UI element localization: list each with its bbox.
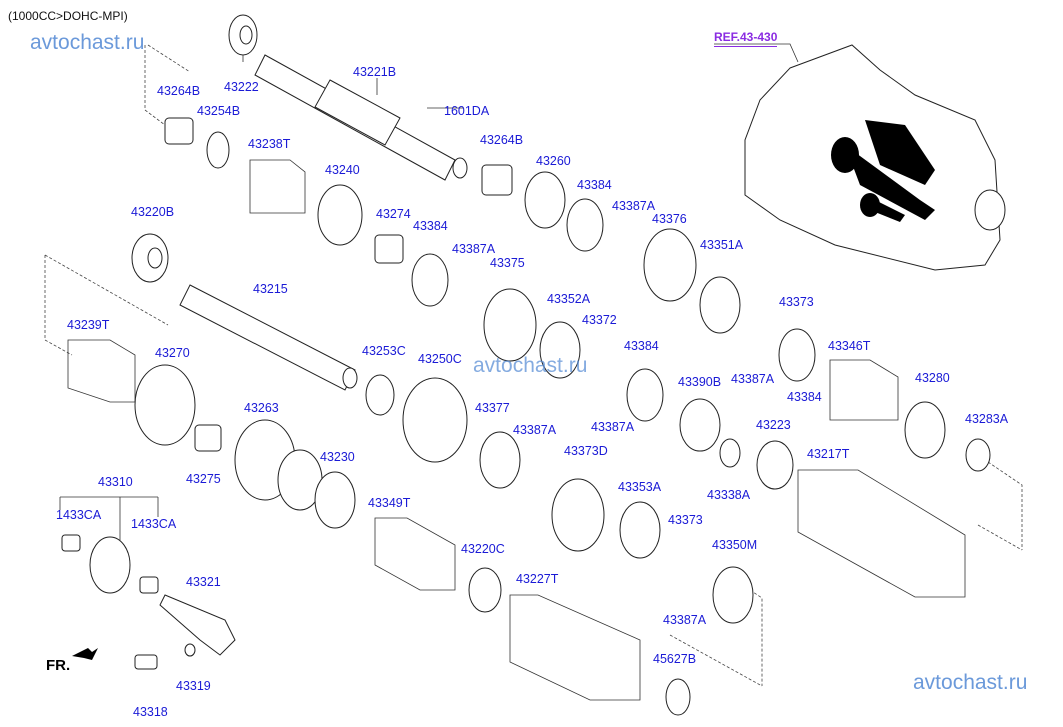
watermark: avtochast.ru — [913, 671, 1028, 694]
bearing-43222 — [228, 14, 258, 56]
washer — [206, 131, 230, 169]
part-label[interactable]: 43264B — [157, 84, 201, 98]
part-label[interactable]: 43387A — [663, 613, 707, 627]
kit-box-43217T — [797, 469, 966, 598]
rings — [411, 198, 816, 716]
part-label[interactable]: 43227T — [516, 572, 559, 586]
part-label[interactable]: 43321 — [186, 575, 221, 589]
part-label[interactable]: 43283A — [965, 412, 1009, 426]
part-label[interactable]: 43338A — [707, 488, 751, 502]
kit-box-43227T — [509, 594, 641, 701]
needle-bearing — [481, 164, 513, 196]
part-label[interactable]: 43230 — [320, 450, 355, 464]
part-label[interactable]: 43310 — [98, 475, 133, 489]
gears — [89, 171, 946, 594]
reference-link[interactable]: REF.43-430 — [714, 30, 778, 47]
part-label[interactable]: 43263 — [244, 401, 279, 415]
front-arrow — [72, 648, 98, 660]
watermark: avtochast.ru — [473, 354, 588, 377]
part-label[interactable]: 43353A — [618, 480, 662, 494]
part-label[interactable]: 43270 — [155, 346, 190, 360]
needle-bearing — [164, 117, 194, 145]
kit-box-43238T — [249, 159, 306, 214]
part-label[interactable]: 43220B — [131, 205, 175, 219]
part-label[interactable]: 43390B — [678, 375, 722, 389]
part-label[interactable]: 43250C — [418, 352, 462, 366]
part-label[interactable]: 43373 — [779, 295, 814, 309]
part-label[interactable]: 43372 — [582, 313, 617, 327]
part-label[interactable]: 43376 — [652, 212, 687, 226]
part-label[interactable]: 43351A — [700, 238, 744, 252]
leader-lines — [59, 55, 463, 540]
part-label[interactable]: 43384 — [787, 390, 822, 404]
part-label[interactable]: 1433CA — [131, 517, 177, 531]
part-label[interactable]: 43384 — [413, 219, 448, 233]
part-label[interactable]: 43384 — [577, 178, 612, 192]
part-label[interactable]: 43240 — [325, 163, 360, 177]
kit-box-43349T — [374, 517, 456, 591]
part-label[interactable]: 43387A — [591, 420, 635, 434]
part-label[interactable]: 43349T — [368, 496, 411, 510]
part-label[interactable]: 43217T — [807, 447, 850, 461]
reverse-idler — [61, 534, 236, 670]
part-label[interactable]: 43373 — [668, 513, 703, 527]
part-label[interactable]: 43280 — [915, 371, 950, 385]
assembly-guide-lines — [44, 44, 1023, 687]
part-label[interactable]: 43352A — [547, 292, 591, 306]
part-label[interactable]: 1601DA — [444, 104, 490, 118]
part-label[interactable]: 43223 — [756, 418, 791, 432]
diagram-title: (1000CC>DOHC-MPI) — [8, 9, 128, 23]
part-label[interactable]: 43221B — [353, 65, 397, 79]
part-label[interactable]: 43377 — [475, 401, 510, 415]
part-label[interactable]: 43274 — [376, 207, 411, 221]
output-shaft — [179, 284, 358, 391]
input-shaft — [254, 54, 468, 181]
part-label[interactable]: 43239T — [67, 318, 110, 332]
part-label[interactable]: 43319 — [176, 679, 211, 693]
part-label[interactable]: 43222 — [224, 80, 259, 94]
part-label[interactable]: 43387A — [513, 423, 557, 437]
part-label[interactable]: 43387A — [731, 372, 775, 386]
part-label[interactable]: 43215 — [253, 282, 288, 296]
part-label[interactable]: 43264B — [480, 133, 524, 147]
part-label[interactable]: 43254B — [197, 104, 241, 118]
part-label[interactable]: 43350M — [712, 538, 758, 552]
part-label[interactable]: 43238T — [248, 137, 291, 151]
front-direction-label: FR. — [46, 657, 71, 674]
part-label[interactable]: 43384 — [624, 339, 659, 353]
part-label[interactable]: 43387A — [452, 242, 496, 256]
part-label[interactable]: 1433CA — [56, 508, 102, 522]
part-label[interactable]: 43318 — [133, 705, 168, 719]
part-label[interactable]: 45627B — [653, 652, 697, 666]
watermark: avtochast.ru — [30, 31, 145, 54]
part-label[interactable]: 43387A — [612, 199, 656, 213]
part-label[interactable]: 43373D — [564, 444, 608, 458]
part-label[interactable]: 43260 — [536, 154, 571, 168]
kit-box-43239T — [67, 339, 136, 403]
part-label[interactable]: 43220C — [461, 542, 505, 556]
kit-box-43346T — [829, 359, 899, 421]
part-label[interactable]: 43375 — [490, 256, 525, 270]
part-label[interactable]: 43253C — [362, 344, 406, 358]
transmission-case-ref — [714, 43, 1006, 271]
ball-bearings — [131, 233, 991, 613]
part-label[interactable]: 43346T — [828, 339, 871, 353]
part-label[interactable]: 43275 — [186, 472, 221, 486]
